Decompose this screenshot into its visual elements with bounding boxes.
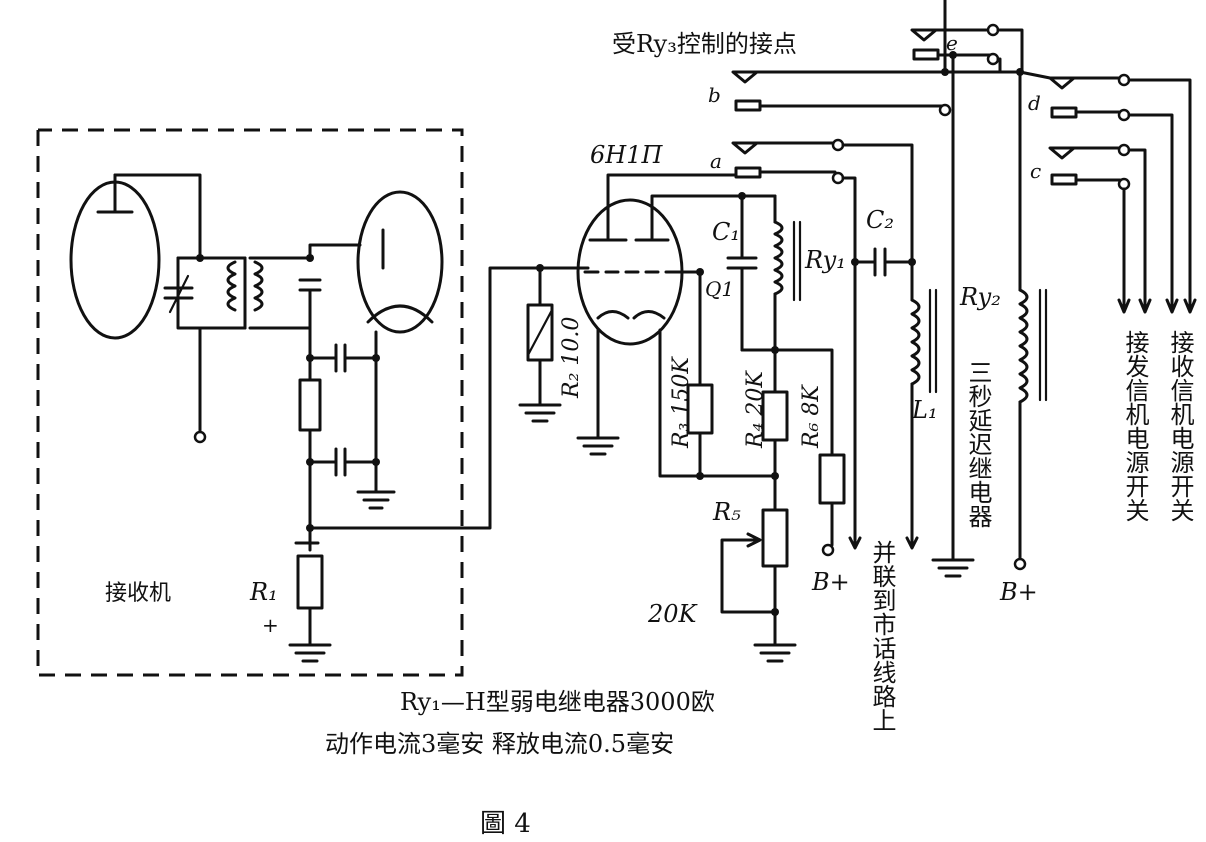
- receiver-tank-circuit: [163, 254, 264, 444]
- phone-line-label: 并联到市话线路上: [868, 540, 896, 732]
- ry2-label: Ry₂: [959, 283, 1001, 311]
- bplus-label-1: B+: [811, 568, 850, 596]
- q1-label: Q1: [705, 277, 734, 301]
- c1-label: C₁: [712, 218, 740, 246]
- r4-label: R₄ 20K: [743, 370, 768, 449]
- capacitor-c2: [851, 247, 916, 277]
- figure-caption: 圖 4: [480, 809, 531, 839]
- rx-power-label: 接收信机电源开关: [1166, 330, 1194, 522]
- tube-6h1p: [576, 173, 777, 346]
- contacts-title: 受Ry₃控制的接点: [612, 30, 797, 58]
- receiver-label: 接收机: [105, 581, 171, 606]
- resistor-r4: [761, 348, 789, 512]
- r1-plus-mark: +: [262, 613, 279, 637]
- contact-d-label: d: [1028, 91, 1041, 115]
- tube-label: 6H1П: [590, 141, 663, 169]
- r5-value: 20K: [647, 600, 699, 628]
- receiver-coupling: [248, 243, 362, 382]
- potentiometer-r5: [720, 508, 797, 663]
- receiver-output-wire: [308, 266, 590, 530]
- note-line-2: 动作电流3毫安 释放电流0.5毫安: [325, 730, 674, 758]
- l1-label: L₁: [911, 396, 938, 424]
- relay-ry1: [773, 194, 802, 352]
- contact-b-label: b: [708, 83, 721, 107]
- relay-ry2: [1013, 288, 1048, 571]
- receiver-tube-1: [69, 173, 202, 340]
- contact-e-label: e: [946, 31, 958, 55]
- resistor-r3: [658, 268, 774, 480]
- ry1-label: Ry₁: [804, 246, 846, 274]
- r6-label: R₆ 8K: [799, 384, 824, 449]
- r3-label: R₃ 150K: [669, 356, 694, 449]
- note-line-1: Ry₁—H型弱电继电器3000欧: [400, 688, 715, 716]
- resistor-r6: [818, 453, 846, 557]
- r5-label: R₅: [712, 498, 741, 526]
- contact-c-label: c: [1030, 159, 1041, 183]
- delay-relay-label: 三秒延迟继电器: [964, 360, 992, 528]
- receiver-box: [36, 128, 464, 677]
- resistor-r1: [288, 524, 332, 663]
- relay-contacts: [731, 0, 1197, 578]
- receiver-decoupling: [298, 330, 396, 552]
- r2-label: R₂ 10.0: [559, 317, 584, 399]
- tx-power-label: 接发信机电源开关: [1121, 330, 1149, 522]
- bplus-label-2: B+: [999, 578, 1038, 606]
- c2-label: C₂: [866, 206, 894, 234]
- contact-a-label: a: [710, 149, 722, 173]
- capacitor-c1: [726, 192, 758, 352]
- receiver-tube-2: [356, 190, 444, 334]
- inductor-l1: [905, 260, 938, 550]
- r1-label: R₁: [249, 578, 278, 606]
- resistor-r2: [518, 264, 562, 423]
- cathode-ground: [576, 328, 620, 456]
